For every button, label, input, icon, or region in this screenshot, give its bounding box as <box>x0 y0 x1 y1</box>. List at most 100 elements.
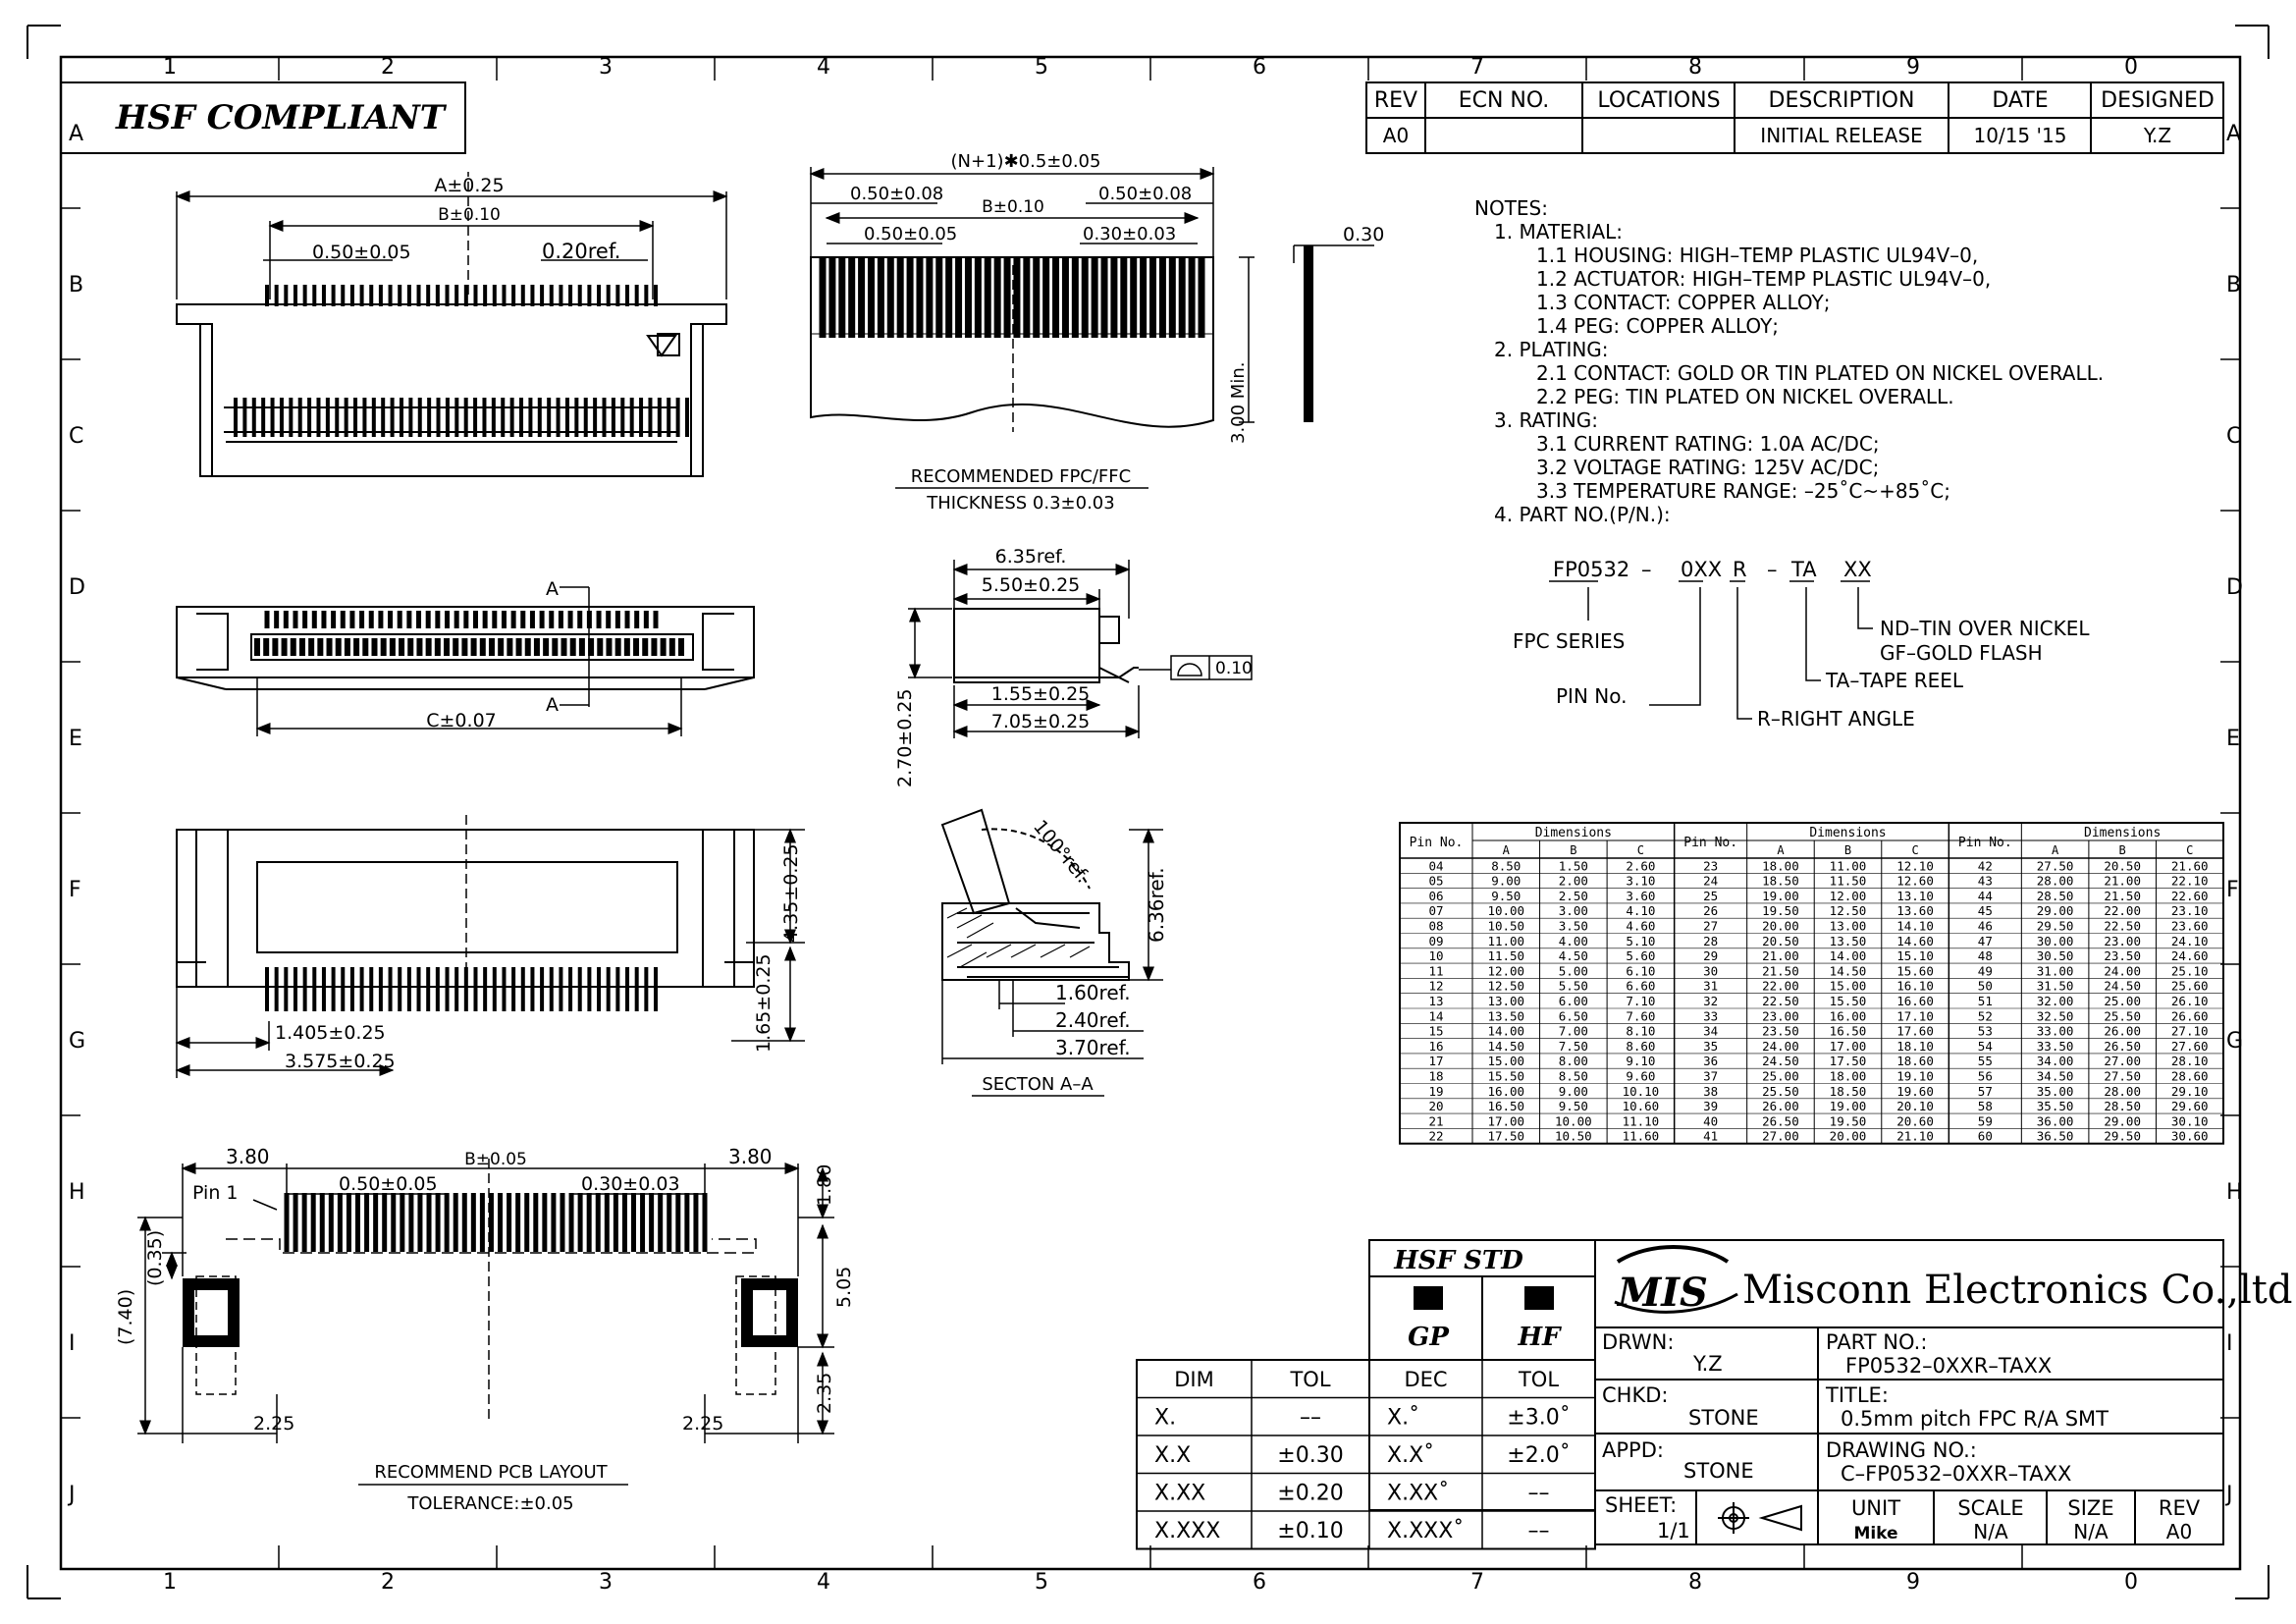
note-line: 4. PART NO.(P/N.): <box>1494 503 1671 526</box>
bottom-pin <box>284 967 289 1011</box>
section-title: SECTON A–A <box>982 1074 1094 1095</box>
top-pin <box>606 285 611 306</box>
dim-table-cell: 26 <box>1703 903 1718 918</box>
dim-table-cell: 10.10 <box>1623 1084 1660 1099</box>
fpc-title: RECOMMENDED FPC/FFC <box>911 466 1131 487</box>
dim-table-cell: 12.50 <box>1487 979 1524 994</box>
grid-row-right: I <box>2226 1331 2233 1356</box>
dim-table-cell: 26.10 <box>2171 994 2209 1008</box>
top-contact <box>667 398 671 437</box>
grid-col-bottom: 9 <box>1906 1570 1920 1595</box>
front-contact <box>298 638 305 656</box>
note-line: 3. RATING: <box>1494 408 1598 432</box>
dim-table-col-header: A <box>2052 843 2059 857</box>
front-contact <box>633 638 640 656</box>
dim-table-cell: 25.10 <box>2171 963 2209 978</box>
dim-table-cell: 27.00 <box>1762 1129 1799 1144</box>
front-pin <box>368 611 374 628</box>
fpc-left: 0.50±0.08 <box>850 184 943 204</box>
dim-table-cell: 16.50 <box>1487 1099 1524 1113</box>
tol-cell: –– <box>1528 1482 1550 1506</box>
dim-table-cell: 11.10 <box>1623 1113 1660 1128</box>
front-a-top: A <box>546 578 559 600</box>
top-contact <box>547 398 552 437</box>
top-pin <box>644 285 649 306</box>
rev-cell: 10/15 '15 <box>1974 124 2067 147</box>
top-contact <box>251 398 256 437</box>
note-line: 1. MATERIAL: <box>1494 220 1623 244</box>
gp-label: GP <box>1408 1323 1450 1352</box>
pcb-pin <box>533 1193 539 1252</box>
dim-table-cell: 12.60 <box>1896 874 1934 889</box>
top-contact <box>685 398 689 437</box>
top-contact <box>316 398 321 437</box>
bottom-pin <box>587 967 592 1011</box>
top-contact <box>620 398 625 437</box>
dim-table-col-header: B <box>2119 843 2126 857</box>
top-contact <box>289 398 294 437</box>
pcb-d235: 2.35 <box>814 1373 835 1414</box>
pcb-pin <box>667 1193 672 1252</box>
dim-table-cell: 29.60 <box>2171 1099 2209 1113</box>
dim-table-cell: 22.00 <box>1762 979 1799 994</box>
top-contact <box>528 398 533 437</box>
top-contact <box>473 398 478 437</box>
front-contact <box>453 638 459 656</box>
pcb-title: RECOMMEND PCB LAYOUT <box>374 1462 608 1483</box>
bottom-dims <box>175 815 805 1078</box>
front-pin <box>311 611 317 628</box>
dim-table-cell: 9.10 <box>1626 1054 1655 1068</box>
dim-table-cell: 28.00 <box>2037 874 2074 889</box>
front-pin <box>264 611 270 628</box>
note-line: 2. PLATING: <box>1494 338 1609 361</box>
pcb-pin <box>346 1193 351 1252</box>
dim-table-cell: 18.10 <box>1896 1039 1934 1054</box>
dim-table-pin-header: Pin No. <box>1683 836 1737 850</box>
dim-table-cell: 29.50 <box>2104 1129 2141 1144</box>
bottom-pin <box>265 967 269 1011</box>
top-contact <box>463 398 468 437</box>
top-pin <box>406 285 411 306</box>
pcb-pin <box>560 1193 565 1252</box>
dim-table-cell: 8.60 <box>1626 1039 1655 1054</box>
company-name: Misconn Electronics Co.,ltd. <box>1742 1268 2296 1313</box>
top-pin <box>265 285 269 306</box>
top-pin <box>549 285 554 306</box>
dim-table-cell: 06 <box>1428 889 1443 903</box>
pcb-pin <box>426 1193 432 1252</box>
bottom-pin <box>634 967 639 1011</box>
side-d4: 7.05±0.25 <box>991 711 1091 732</box>
dim-table-cell: 8.10 <box>1626 1024 1655 1039</box>
dim-table-cell: 15.00 <box>1830 979 1867 994</box>
pn-code-part: – <box>1767 558 1778 581</box>
unit-value: Mike <box>1853 1524 1897 1543</box>
dim-table-cell: 31 <box>1703 979 1718 994</box>
note-line: 2.1 CONTACT: GOLD OR TIN PLATED ON NICKE… <box>1536 361 2104 385</box>
dim-table-cell: 34.00 <box>2037 1054 2074 1068</box>
top-pin <box>312 285 317 306</box>
top-pin <box>284 285 289 306</box>
front-contact <box>317 638 324 656</box>
pcb-pin <box>498 1193 504 1252</box>
dim-table-cell: 24.10 <box>2171 934 2209 948</box>
dim-table-cell: 51 <box>1978 994 1993 1008</box>
dim-table-cell: 25.50 <box>2104 1008 2141 1023</box>
dim-table-cell: 24.00 <box>2104 963 2141 978</box>
rev-header: DESCRIPTION <box>1769 88 1915 113</box>
front-pin <box>577 611 583 628</box>
top-contact <box>454 398 459 437</box>
front-contact <box>399 638 405 656</box>
grid-ticks <box>61 57 2240 1569</box>
dim-table-cell: 24 <box>1703 874 1718 889</box>
dim-table-cell: 18.00 <box>1830 1069 1867 1084</box>
dim-table-col-header: A <box>1503 843 1511 857</box>
pcb-pin <box>595 1193 601 1252</box>
top-contact <box>519 398 524 437</box>
partno-label: PART NO.: <box>1826 1330 1927 1354</box>
dim-table-cell: 38 <box>1703 1084 1718 1099</box>
front-contact <box>668 638 675 656</box>
top-contact <box>325 398 330 437</box>
dim-table-cell: 30.60 <box>2171 1129 2209 1144</box>
pcb-pin <box>293 1193 298 1252</box>
dim-table-cell: 15.60 <box>1896 963 1934 978</box>
